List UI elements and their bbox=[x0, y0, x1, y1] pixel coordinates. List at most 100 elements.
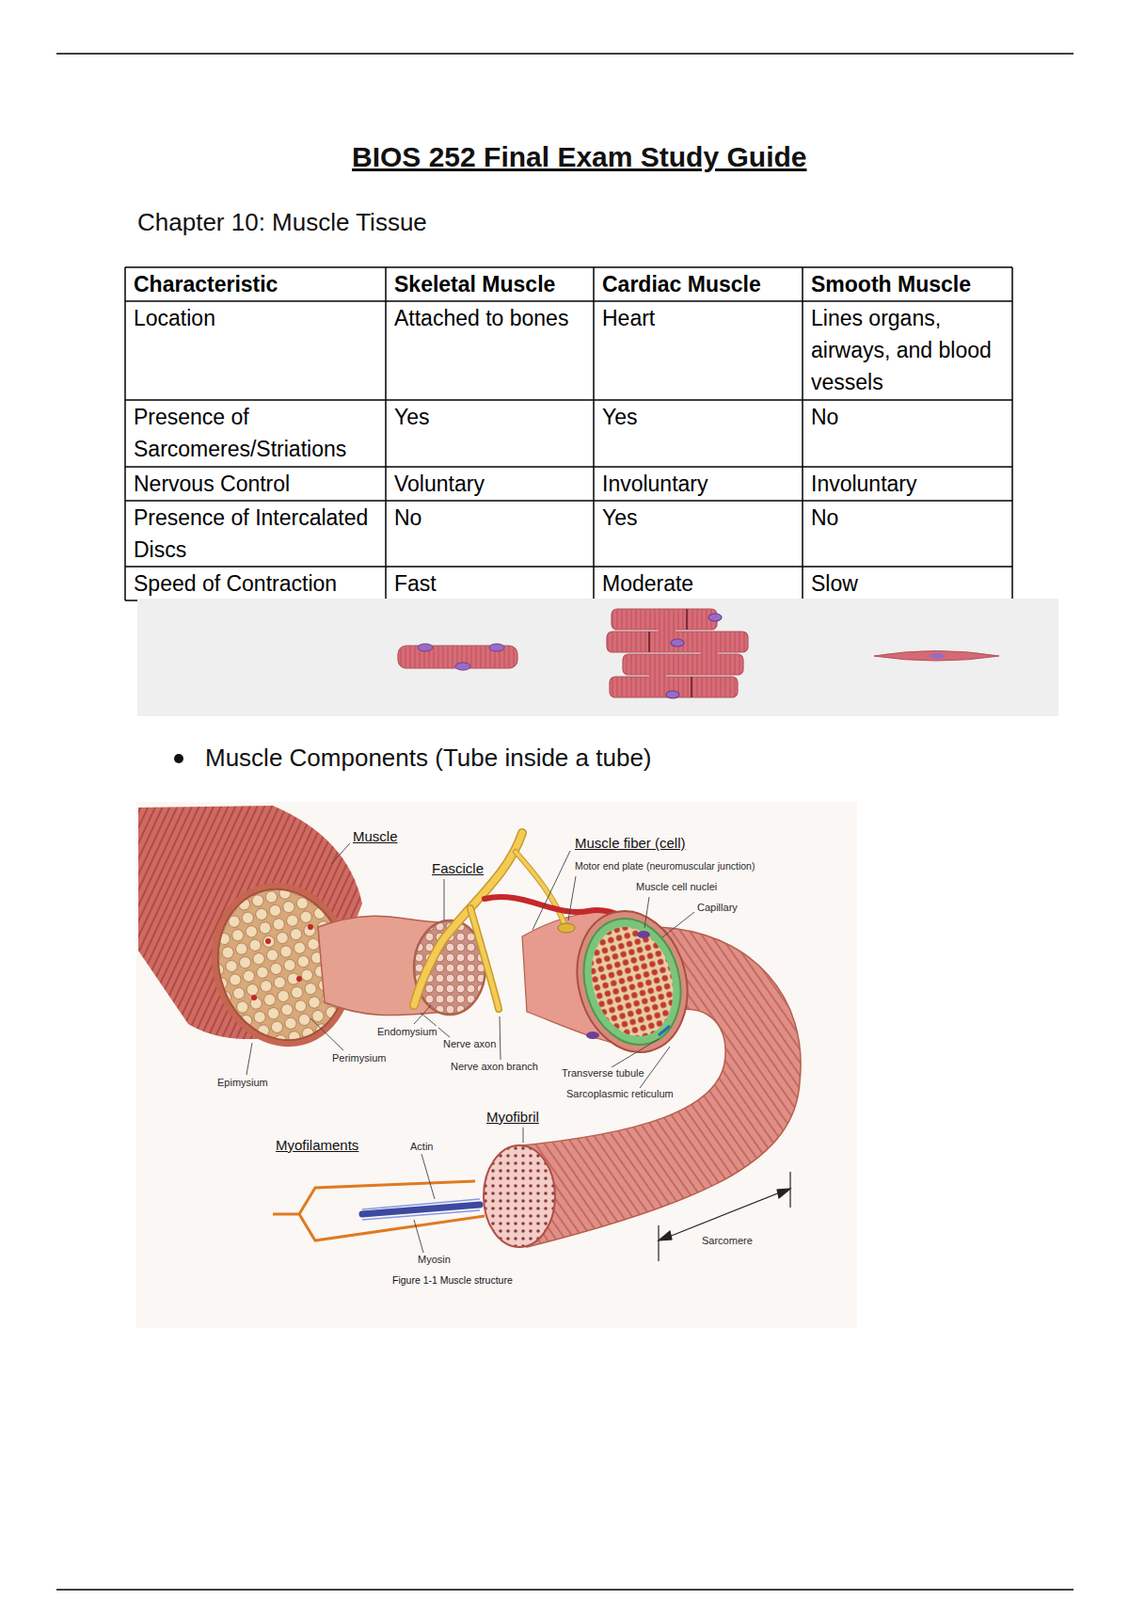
part-label: Motor end plate (neuromuscular junction) bbox=[573, 859, 756, 872]
bullet-heading: Muscle Components (Tube inside a tube) bbox=[205, 743, 652, 773]
leader-line-part bbox=[310, 1017, 344, 1050]
myosin-rod-part bbox=[362, 1198, 480, 1209]
muscle-vessels-part bbox=[296, 975, 303, 982]
part-label: Muscle cell nuclei bbox=[635, 880, 718, 893]
part-label: Epimysium bbox=[216, 1076, 270, 1089]
part-label: Nerve axon bbox=[442, 1037, 497, 1050]
sarcomere-arrow-part bbox=[657, 1224, 659, 1261]
skeletal-cell bbox=[397, 643, 518, 670]
leader-line-part bbox=[568, 875, 576, 921]
table-rule bbox=[125, 300, 1013, 303]
bullet-dot bbox=[174, 753, 184, 764]
leader-line-part bbox=[644, 896, 650, 928]
table-rule bbox=[125, 398, 1013, 401]
page-rule bbox=[56, 53, 1074, 1590]
muscle-vessels-part bbox=[251, 994, 257, 1001]
smooth-cell-part bbox=[929, 652, 945, 659]
skeletal-cell-part bbox=[455, 662, 471, 670]
sarcomere-arrow bbox=[658, 1171, 791, 1261]
table-rule bbox=[125, 565, 1013, 568]
cardiac-cells-part bbox=[685, 608, 688, 630]
cardiac-cells-part bbox=[648, 631, 651, 652]
table-rule bbox=[801, 267, 804, 601]
sarcoplasmic-reticulum bbox=[570, 906, 695, 1055]
part-label: Myofilaments bbox=[274, 1136, 360, 1153]
table-cell: Yes bbox=[593, 501, 803, 534]
table-cell: Fast bbox=[385, 567, 594, 600]
cardiac-cells-part bbox=[622, 653, 744, 675]
part-label: Endomysium bbox=[376, 1025, 439, 1038]
part-label: Sarcomere bbox=[700, 1234, 754, 1247]
table-cell: No bbox=[802, 501, 1013, 534]
page-rule-part bbox=[56, 52, 1074, 55]
sarcomere-arrow-part bbox=[789, 1171, 791, 1208]
leader-line-part bbox=[413, 1219, 424, 1253]
myosin-rod-part bbox=[362, 1209, 480, 1220]
chapter-heading: Chapter 10: Muscle Tissue bbox=[137, 207, 428, 238]
table-cell: Involuntary bbox=[593, 467, 803, 500]
part-label: Sarcoplasmic reticulum bbox=[565, 1087, 675, 1100]
muscle-cell-strip-part bbox=[137, 598, 1059, 716]
nerve-part bbox=[413, 832, 523, 1005]
skeletal-cell-part bbox=[417, 643, 433, 652]
muscle-structure-illustration bbox=[136, 801, 858, 1328]
motor-end-plate bbox=[557, 922, 575, 933]
table-header-cell: Characteristic bbox=[125, 268, 386, 301]
table-rule bbox=[124, 267, 127, 601]
leader-line-part bbox=[611, 1038, 659, 1067]
part-label: Myofibril bbox=[485, 1108, 541, 1125]
part-label: Nerve axon branch bbox=[449, 1060, 540, 1073]
t-tubule bbox=[658, 1025, 670, 1035]
table-cell: Speed of Contraction bbox=[125, 567, 386, 600]
cardiac-cells bbox=[606, 608, 748, 699]
myofibril-end bbox=[483, 1144, 556, 1247]
nucleus bbox=[586, 1031, 600, 1039]
cardiac-cells-part bbox=[666, 690, 680, 699]
nerve-part bbox=[470, 907, 499, 1009]
page-title: BIOS 252 Final Exam Study Guide bbox=[351, 141, 807, 174]
leader-line-part bbox=[246, 1042, 253, 1075]
table-rule bbox=[592, 267, 595, 601]
table-cell: Presence of Intercalated Discs bbox=[125, 501, 386, 566]
cardiac-cells-part bbox=[609, 676, 738, 698]
leader-line-part bbox=[662, 911, 695, 938]
part-label: Fascicle bbox=[430, 859, 485, 876]
table-cell: Lines organs, airways, and blood vessels bbox=[802, 302, 1013, 398]
table-cell: Slow bbox=[802, 567, 1013, 600]
figure-caption: Figure 1-1 Muscle structure bbox=[391, 1273, 514, 1286]
table-cell: Attached to bones bbox=[385, 302, 594, 334]
skeletal-cell-part bbox=[489, 643, 505, 652]
fiber-cross-section bbox=[561, 898, 702, 1065]
leader-line-part bbox=[444, 878, 446, 921]
table-rule bbox=[125, 465, 1013, 468]
table-cell: Presence of Sarcomeres/Striations bbox=[125, 400, 386, 465]
table-cell: Nervous Control bbox=[125, 467, 386, 500]
myosin-rod-part bbox=[362, 1204, 480, 1214]
smooth-cell-part bbox=[874, 651, 1000, 662]
cardiac-cells-part bbox=[700, 643, 718, 663]
cardiac-cells-part bbox=[606, 631, 748, 652]
table-rule bbox=[125, 266, 1013, 269]
table-cell: Yes bbox=[593, 400, 803, 433]
part-label: Perimysium bbox=[331, 1051, 387, 1065]
muscle-vessels-part bbox=[265, 938, 271, 944]
cardiac-cells-part bbox=[649, 666, 667, 685]
table-cell: Involuntary bbox=[802, 467, 1013, 500]
part-label: Transverse tubule bbox=[560, 1066, 646, 1080]
page-rule-part bbox=[56, 1588, 1074, 1591]
muscle-vessels-part bbox=[307, 923, 314, 930]
leader-line-part bbox=[331, 842, 350, 864]
myosin-rod bbox=[362, 1198, 480, 1220]
table-cell: Location bbox=[125, 302, 386, 334]
muscle-cell-strip bbox=[137, 598, 1059, 716]
table-rule bbox=[1011, 267, 1014, 601]
table-header-cell: Skeletal Muscle bbox=[385, 268, 594, 301]
muscle-structure-illustration-part bbox=[136, 801, 858, 1328]
table-cell: Voluntary bbox=[385, 467, 594, 500]
nerve-part bbox=[470, 907, 499, 1009]
leader-line-part bbox=[532, 850, 571, 930]
table-header-cell: Smooth Muscle bbox=[802, 268, 1013, 301]
part-label: Capillary bbox=[696, 901, 739, 914]
